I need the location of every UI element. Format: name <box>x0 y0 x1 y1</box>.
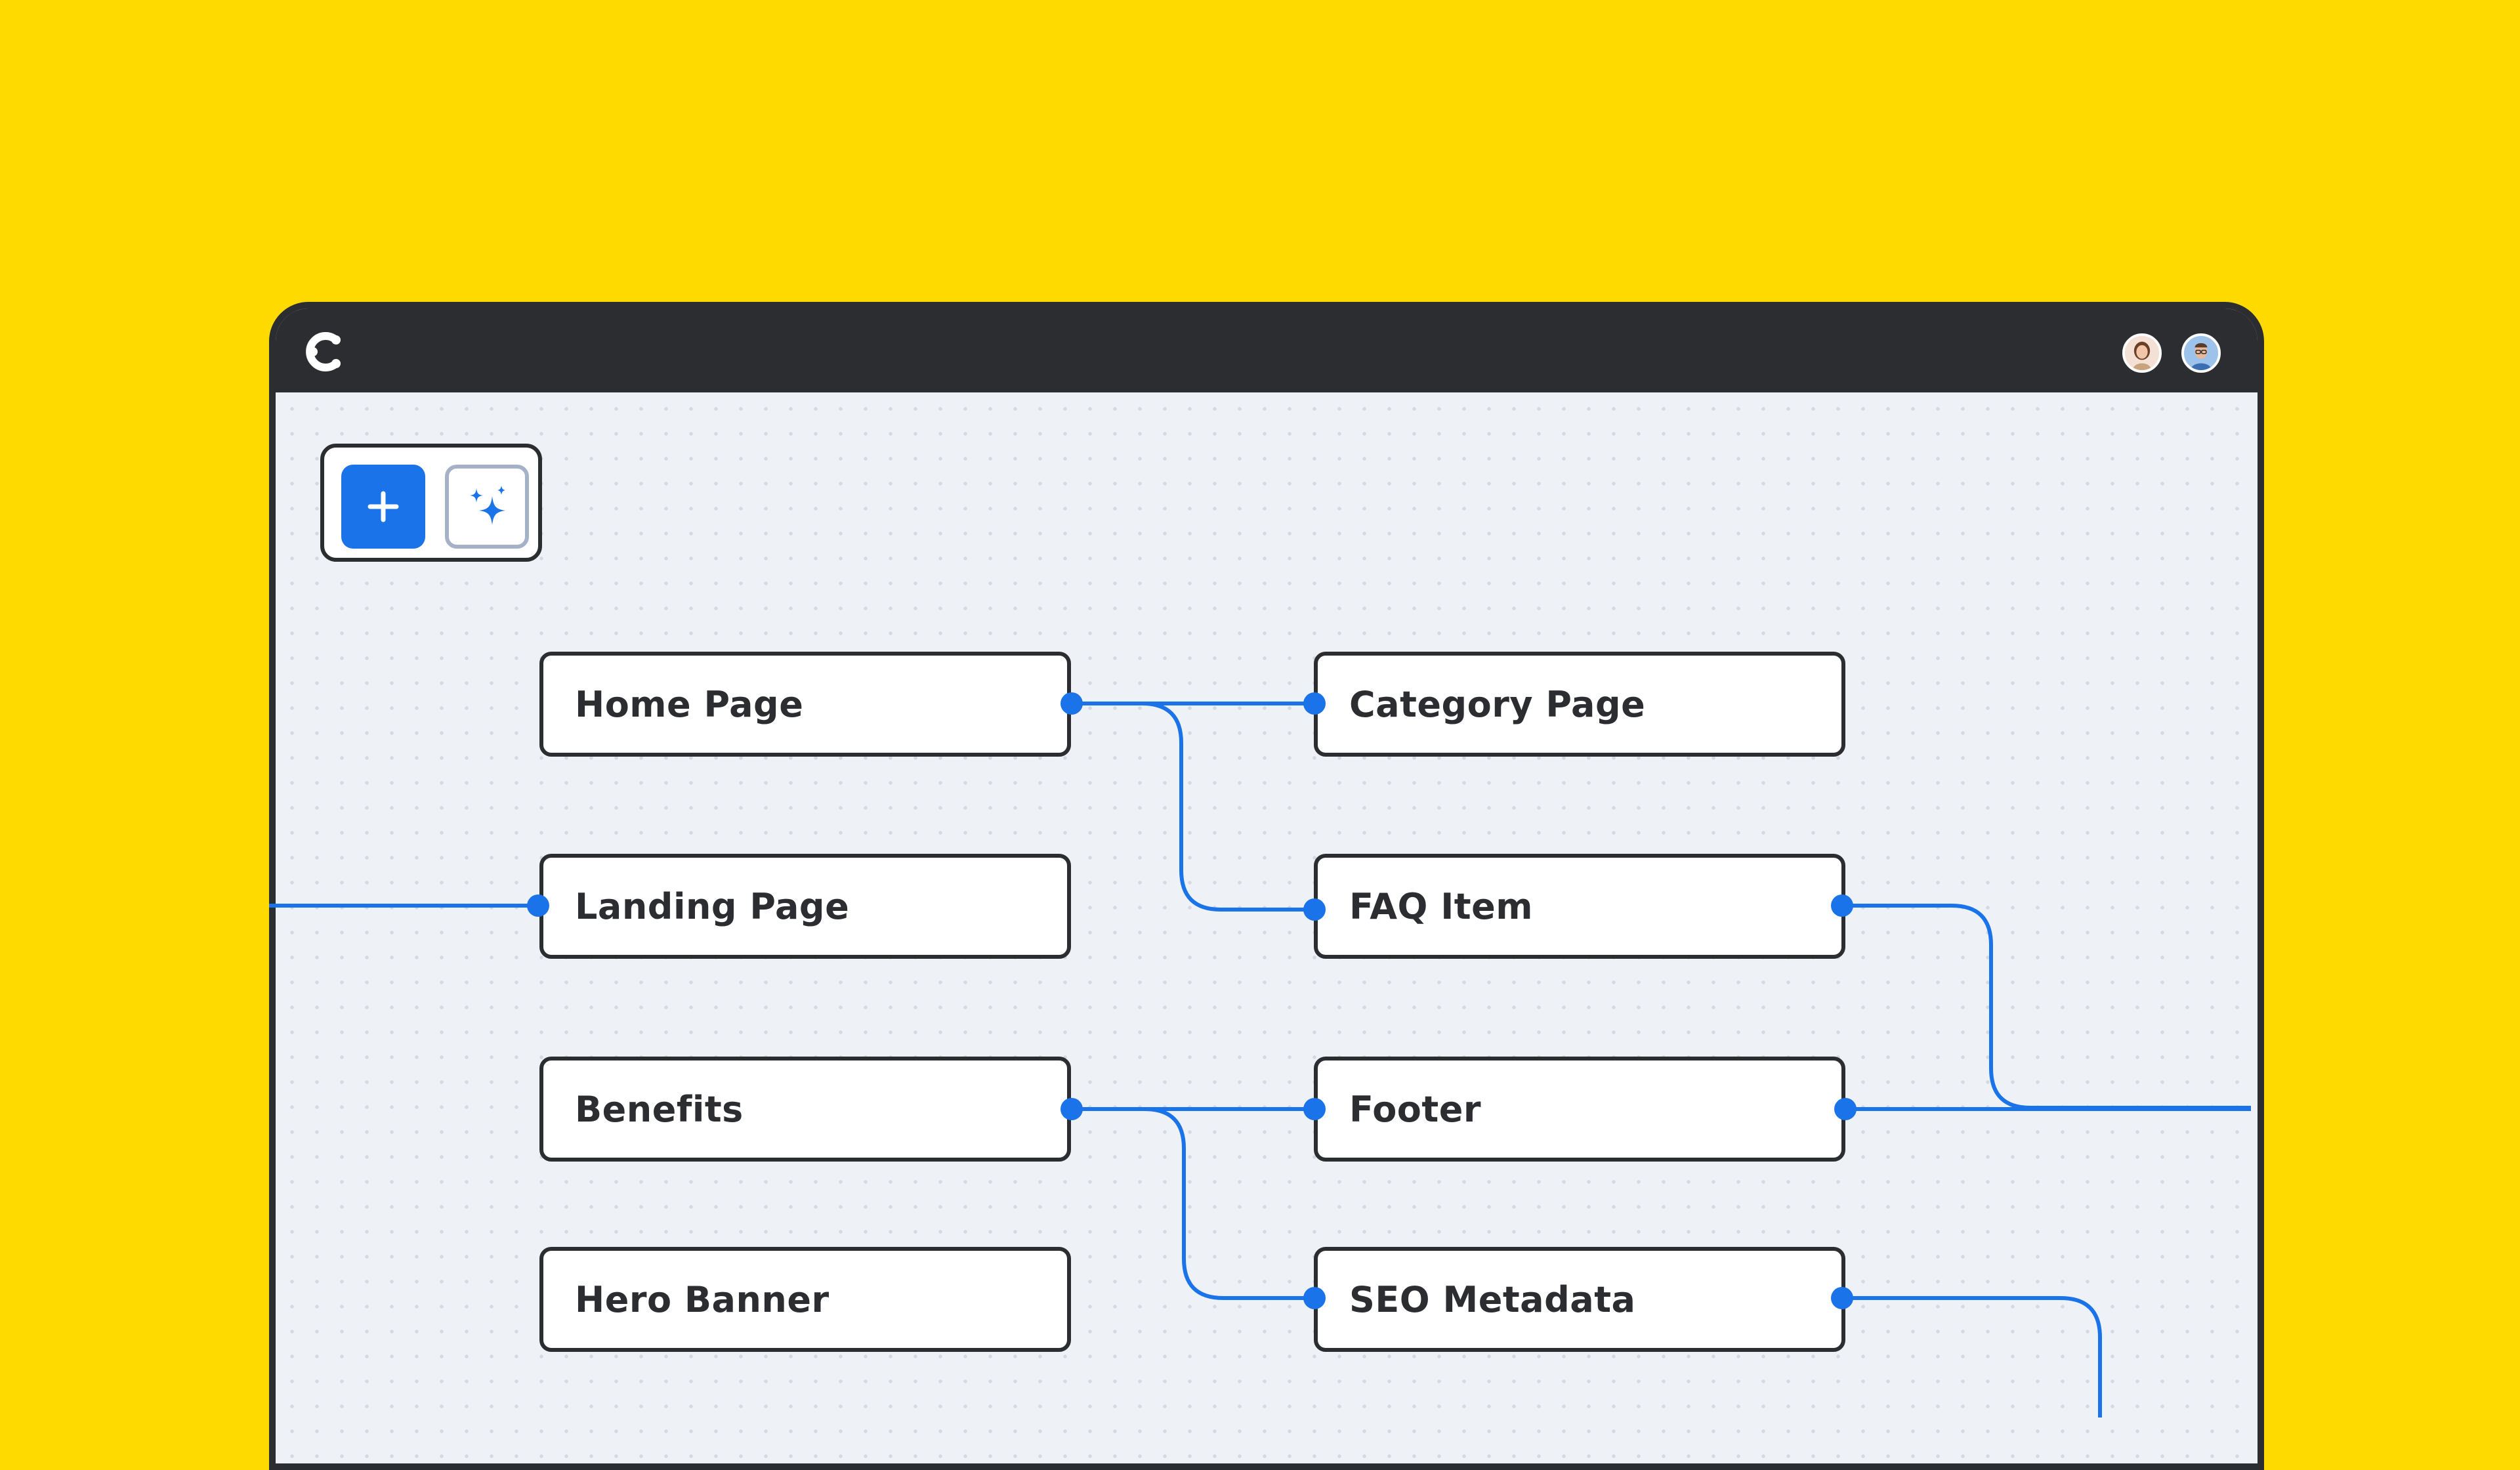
canvas-toolbar <box>320 444 542 562</box>
node-hero-banner[interactable]: Hero Banner <box>539 1247 1071 1352</box>
node-label: Hero Banner <box>575 1278 830 1320</box>
node-label: Landing Page <box>575 885 850 927</box>
sparkles-icon <box>470 486 505 525</box>
avatar[interactable] <box>2181 333 2221 373</box>
node-home-page[interactable]: Home Page <box>539 652 1071 757</box>
add-button[interactable] <box>341 465 425 549</box>
ai-generate-button[interactable] <box>445 465 529 549</box>
node-label: Benefits <box>575 1088 744 1130</box>
contentful-logo-icon[interactable] <box>304 330 348 373</box>
avatar[interactable] <box>2122 333 2162 373</box>
title-bar <box>276 308 2258 392</box>
node-landing-page[interactable]: Landing Page <box>539 854 1071 959</box>
node-faq-item[interactable]: FAQ Item <box>1314 854 1845 959</box>
node-label: Category Page <box>1349 683 1646 725</box>
node-label: FAQ Item <box>1349 885 1533 927</box>
node-label: Home Page <box>575 683 804 725</box>
node-benefits[interactable]: Benefits <box>539 1057 1071 1162</box>
node-footer[interactable]: Footer <box>1314 1057 1845 1162</box>
node-category-page[interactable]: Category Page <box>1314 652 1845 757</box>
node-seo-metadata[interactable]: SEO Metadata <box>1314 1247 1845 1352</box>
node-label: Footer <box>1349 1088 1481 1130</box>
node-label: SEO Metadata <box>1349 1278 1636 1320</box>
plus-icon <box>368 491 399 522</box>
